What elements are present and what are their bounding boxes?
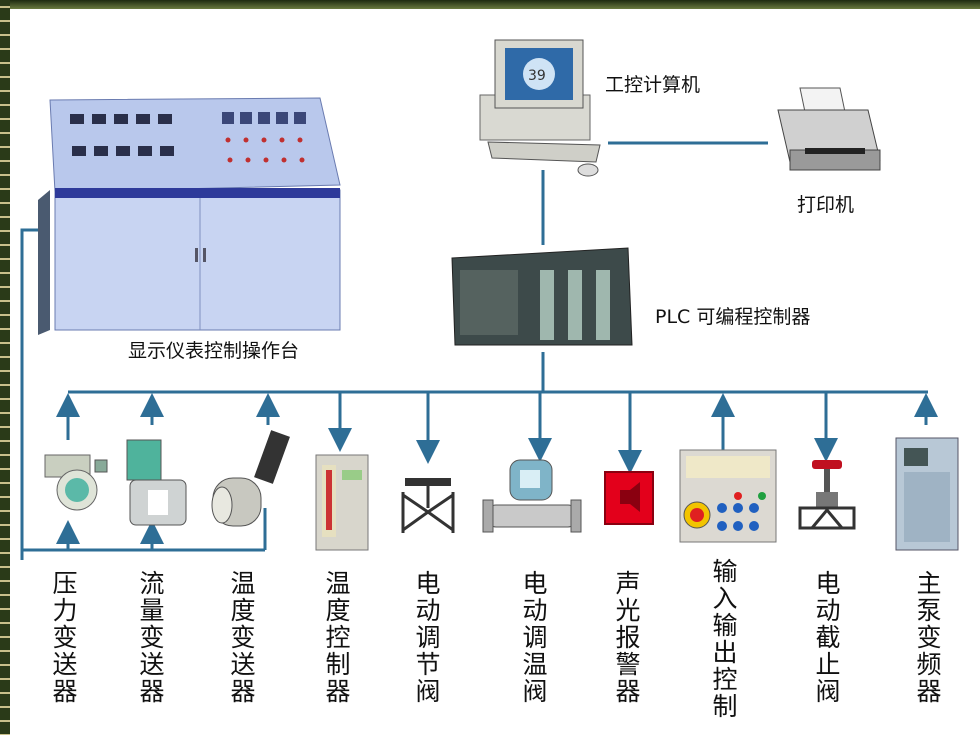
device-label-sound-light-alarm: 声光报警器 [615,569,641,706]
temperature-controller-graphic [315,454,369,551]
control-console-graphic [38,97,341,335]
device-label-pressure-transmitter: 压力变送器 [52,569,78,706]
plc-graphic [451,247,633,346]
temperature-transmitter-graphic [211,430,290,527]
sound-light-alarm-graphic [604,471,654,525]
device-label-temperature-controller: 温度控制器 [325,569,351,706]
up-arrows [56,393,938,550]
electric-temperature-valve-graphic [482,459,582,533]
industrial-pc-graphic: 39 [479,39,601,177]
device-label-temperature-transmitter: 温度变送器 [230,569,256,706]
electric-regulating-valve-graphic [401,478,455,533]
frame-left-border [0,0,10,735]
frame-top-border [0,0,980,9]
down-arrows [328,392,838,474]
device-label-electric-regulating-valve: 电动调节阀 [415,569,441,706]
printer-label: 打印机 [797,194,855,216]
device-label-electric-temperature-valve: 电动调温阀 [522,569,548,706]
svg-text:39: 39 [528,68,546,84]
pressure-transmitter-graphic [44,454,108,511]
printer-graphic [777,87,881,171]
flow-transmitter-graphic [126,439,187,526]
plc-label: PLC 可编程控制器 [655,306,811,328]
console-label: 显示仪表控制操作台 [128,340,300,362]
device-label-io-control: 输入输出控制 [712,557,738,721]
pc-label: 工控计算机 [605,74,701,96]
device-label-main-pump-inverter: 主泵变频器 [916,569,942,706]
device-label-flow-transmitter: 流量变送器 [139,569,165,706]
electric-shutoff-valve-graphic [798,460,856,530]
main-pump-inverter-graphic [895,437,959,551]
device-label-electric-shutoff-valve: 电动截止阀 [815,569,841,706]
io-control-panel-graphic [679,449,777,543]
